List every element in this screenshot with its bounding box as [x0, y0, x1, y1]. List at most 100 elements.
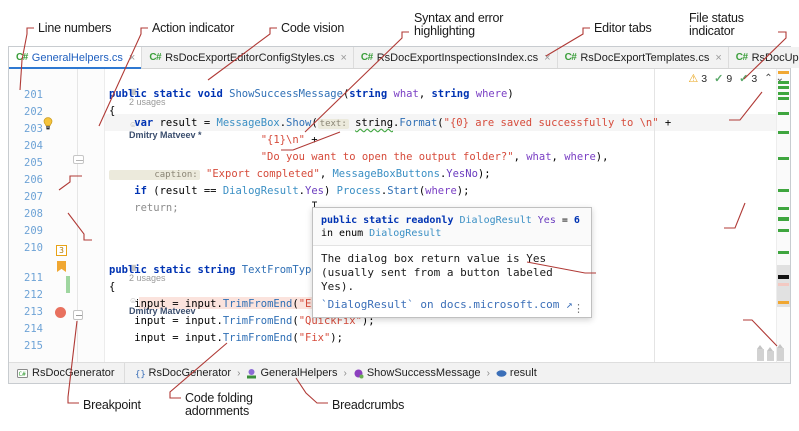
close-icon[interactable]: ×: [715, 51, 722, 64]
editor-tab-bar[interactable]: C#GeneralHelpers.cs×C#RsDocExportEditorC…: [9, 47, 799, 69]
editor-tab-0[interactable]: C#GeneralHelpers.cs×: [9, 47, 143, 69]
line-number-207: 207: [24, 191, 43, 203]
quick-doc-token: readonly: [405, 215, 460, 226]
quick-doc-token: 6: [573, 215, 580, 226]
editor-tab-1[interactable]: C#RsDocExportEditorConfigStyles.cs×: [142, 47, 354, 68]
quick-doc-signature: public static readonly DialogResult Yes …: [313, 208, 591, 246]
code-line-202[interactable]: {: [109, 106, 115, 117]
code-token: (: [311, 117, 318, 129]
error-stripe-mark-12[interactable]: [778, 251, 789, 254]
error-stripe-mark-9[interactable]: [778, 207, 789, 210]
code-line-203[interactable]: var result = MessageBox.Show(text: strin…: [109, 118, 671, 130]
error-stripe-mark-7[interactable]: [778, 157, 789, 160]
breadcrumb-item-3[interactable]: result: [496, 367, 537, 379]
quick-doc-external-link[interactable]: `DialogResult` on docs.microsoft.com ↗: [321, 298, 573, 311]
annotation-breakpoint: Breakpoint: [83, 398, 141, 412]
code-vision-row-2[interactable]: ▦ 2 usages ☺ Dmitry Matveev: [109, 251, 196, 328]
code-folding-collapsed-icon[interactable]: [73, 155, 84, 164]
editor-tab-4[interactable]: C#RsDocUpdateAll.cs×: [728, 47, 799, 68]
line-number-203: 203: [24, 123, 43, 135]
file-status-indicator[interactable]: ⚠ 3 ✓ 9 ✓ 3 ⌃ ⌄: [684, 70, 788, 87]
code-folding-minus-icon[interactable]: [73, 310, 83, 320]
code-line-208[interactable]: return;: [109, 203, 178, 214]
close-icon[interactable]: ×: [340, 51, 347, 64]
vcs-line-status-highlight[interactable]: [66, 276, 70, 293]
pencils-widget[interactable]: [751, 339, 789, 361]
error-stripe-mark-3[interactable]: [778, 92, 789, 95]
code-line-206[interactable]: caption: "Export completed", MessageBoxB…: [109, 169, 491, 181]
code-vision-author-2[interactable]: Dmitry Matveev: [129, 306, 196, 316]
code-token: string: [197, 264, 242, 276]
bookmark-numbered-icon[interactable]: 3: [56, 245, 67, 256]
line-number-204: 204: [24, 140, 43, 152]
code-token: .: [439, 168, 447, 180]
error-stripe-mark-6[interactable]: [778, 131, 789, 134]
quick-documentation-popup[interactable]: public static readonly DialogResult Yes …: [312, 207, 592, 318]
code-token: input: [184, 332, 217, 344]
breadcrumb-items[interactable]: {}RsDocGenerator›GeneralHelpers›ShowSucc…: [125, 367, 537, 380]
code-line-207[interactable]: if (result == DialogResult.Yes) Process.…: [109, 186, 469, 197]
quick-doc-kebab-icon[interactable]: ⋮: [573, 302, 584, 315]
error-stripe-mark-13[interactable]: [778, 275, 789, 279]
error-stripe-mark-11[interactable]: [778, 229, 789, 232]
editor-tab-2[interactable]: C#RsDocExportInspectionsIndex.cs×: [353, 47, 558, 68]
bookmark-flag-icon[interactable]: [57, 261, 66, 272]
breadcrumb-project[interactable]: C# RsDocGenerator: [9, 363, 125, 383]
error-stripe-mark-10[interactable]: [778, 217, 789, 221]
code-vision-author[interactable]: Dmitry Matveev *: [129, 130, 202, 140]
error-stripe-mark-5[interactable]: [778, 112, 789, 115]
right-margin-guide: [654, 69, 655, 362]
quick-doc-token: DialogResult: [369, 228, 442, 239]
code-line-214[interactable]: input = input.TrimFromEnd("QuickFix");: [109, 315, 374, 327]
breakpoint-icon[interactable]: [55, 307, 66, 318]
error-stripe-mark-8[interactable]: [778, 189, 789, 192]
error-stripe-mark-4[interactable]: [778, 97, 789, 100]
close-icon[interactable]: ×: [544, 51, 551, 64]
current-line-highlight: [105, 114, 776, 131]
annotation-code-vision: Code vision: [281, 21, 345, 35]
next-problem-icon[interactable]: ⌄: [775, 73, 784, 84]
error-stripe-mark-14[interactable]: [778, 283, 789, 286]
breadcrumb-item-2[interactable]: ShowSuccessMessage: [353, 367, 481, 379]
code-line-212[interactable]: {: [109, 282, 115, 293]
scrollbar-error-stripe[interactable]: [756, 69, 790, 362]
code-token: DialogResult: [222, 185, 299, 197]
annotation-line-numbers: Line numbers: [38, 21, 112, 35]
code-text-area[interactable]: ▦ 2 usages ☺ Dmitry Matveev * ▦ 2 usages…: [105, 69, 776, 362]
code-line-201[interactable]: public static void ShowSuccessMessage(st…: [109, 89, 514, 100]
code-token: MessageBoxButtons: [332, 168, 440, 180]
code-line-211[interactable]: public static string TextFromTypeName: [109, 265, 343, 276]
code-token: where: [475, 88, 508, 100]
code-line-215[interactable]: input = input.TrimFromEnd("Fix");: [109, 333, 343, 344]
code-token: (: [418, 185, 426, 197]
breadcrumbs[interactable]: C# RsDocGenerator {}RsDocGenerator›Gener…: [9, 362, 790, 383]
close-icon[interactable]: ×: [128, 51, 136, 64]
breadcrumb-item-0[interactable]: {}RsDocGenerator: [135, 367, 232, 380]
code-token: input: [184, 298, 217, 310]
suggestion-count: 3: [751, 72, 758, 85]
code-vision-usages-2[interactable]: 2 usages: [129, 273, 166, 283]
code-token: (result: [153, 185, 204, 197]
code-token: if: [109, 185, 154, 197]
error-stripe-mark-2[interactable]: [778, 86, 789, 89]
editor-tab-label: RsDocExportEditorConfigStyles.cs: [165, 51, 335, 64]
breadcrumb-project-label[interactable]: RsDocGenerator: [32, 367, 115, 379]
previous-problem-icon[interactable]: ⌃: [764, 73, 773, 84]
check-count: 9: [726, 72, 733, 85]
pencil-icon-2: [766, 347, 774, 361]
usages-icon-2: ▦: [129, 263, 137, 272]
action-indicator-bulb-icon[interactable]: [42, 117, 54, 135]
code-token: "{0} are saved successfully to \n": [443, 117, 659, 129]
breadcrumb-item-1[interactable]: GeneralHelpers: [246, 367, 337, 379]
error-stripe-mark-1[interactable]: [778, 81, 789, 84]
code-line-205[interactable]: "Do you want to open the output folder?"…: [109, 152, 609, 163]
code-token: input: [109, 315, 173, 327]
breadcrumb-item-label: ShowSuccessMessage: [366, 367, 481, 379]
error-stripe-mark-15[interactable]: [778, 301, 789, 304]
code-token: ShowSuccessMessage: [229, 88, 343, 100]
code-line-204[interactable]: "{1}\n" +: [109, 135, 318, 146]
line-number-214: 214: [24, 323, 43, 335]
editor-tab-3[interactable]: C#RsDocExportTemplates.cs×: [557, 47, 729, 68]
